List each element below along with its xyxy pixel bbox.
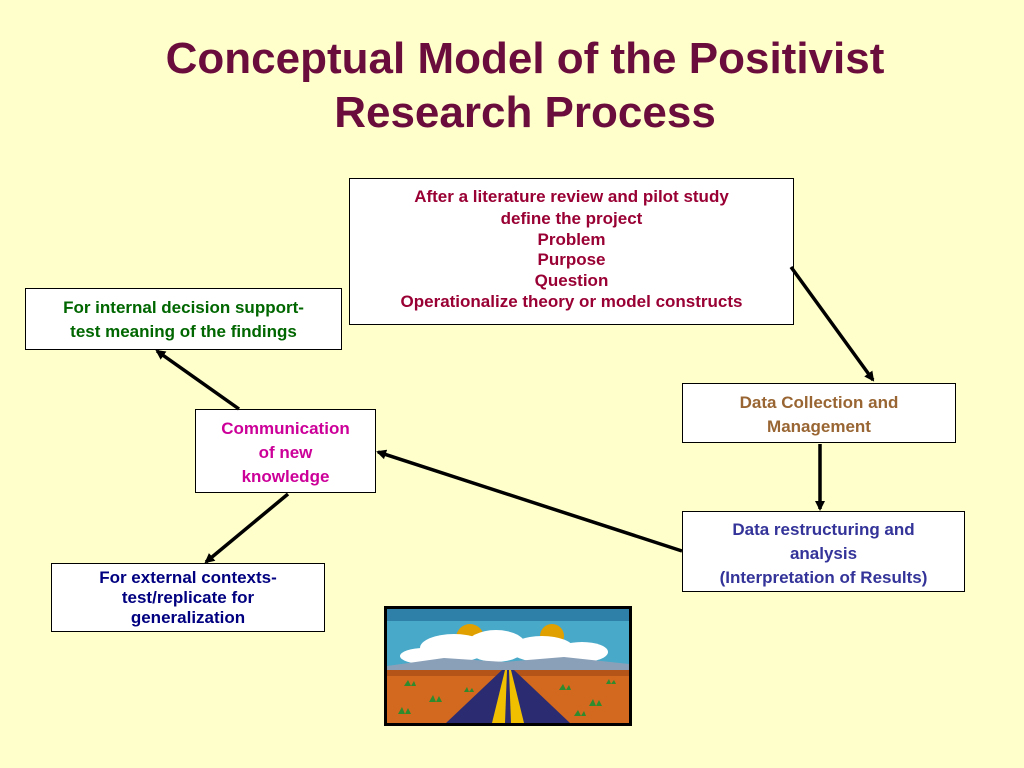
define-project-box: After a literature review and pilot stud… <box>349 178 794 325</box>
analysis-line-1: Data restructuring and <box>732 520 915 539</box>
data-analysis-box: Data restructuring and analysis (Interpr… <box>682 511 965 592</box>
communication-box: Communication of new knowledge <box>195 409 376 493</box>
communication-line-2: of new <box>258 443 313 462</box>
define-line-1: After a literature review and pilot stud… <box>414 187 729 206</box>
analysis-line-3: (Interpretation of Results) <box>719 568 928 587</box>
arrow-define-to-collection <box>789 265 875 382</box>
communication-line-3: knowledge <box>241 467 330 486</box>
define-line-3: Problem <box>537 230 606 249</box>
analysis-line-2: analysis <box>789 544 858 563</box>
internal-line-2: test meaning of the findings <box>70 322 297 341</box>
collection-line-1: Data Collection and <box>739 393 899 412</box>
internal-decision-box: For internal decision support- test mean… <box>25 288 342 350</box>
arrow-analysis-to-communication <box>376 449 683 553</box>
external-line-1: For external contexts- <box>99 568 277 587</box>
define-line-4: Purpose <box>537 250 606 269</box>
define-line-2: define the project <box>500 209 643 228</box>
arrow-communication-to-external <box>204 492 290 564</box>
define-line-5: Question <box>534 271 609 290</box>
desert-road-icon <box>384 606 632 726</box>
slide-title: Conceptual Model of the Positivist Resea… <box>165 34 885 137</box>
internal-line-1: For internal decision support- <box>63 298 304 317</box>
data-collection-box: Data Collection and Management <box>682 383 956 443</box>
communication-line-1: Communication <box>221 419 350 438</box>
external-line-3: generalization <box>130 608 246 627</box>
define-line-6: Operationalize theory or model construct… <box>400 292 743 311</box>
external-line-2: test/replicate for <box>121 588 255 607</box>
collection-line-2: Management <box>767 417 871 436</box>
external-context-box: For external contexts- test/replicate fo… <box>51 563 325 632</box>
arrow-communication-to-internal <box>155 349 241 411</box>
